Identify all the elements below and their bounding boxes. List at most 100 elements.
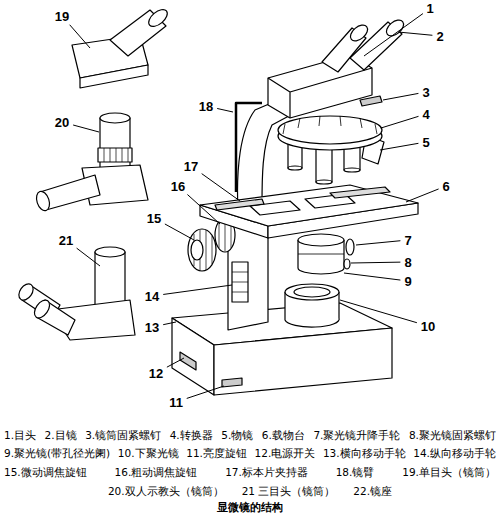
leader-line [167,358,184,367]
part-name: 22.镜座 [353,485,392,498]
callout-number: 15 [146,212,162,225]
parts-list-row: 20.双人示教头（镜筒）21 三目头（镜筒）22.镜座 [4,485,496,498]
leader-line [383,93,418,100]
callout-number: 18 [198,100,214,113]
callout-number: 8 [403,256,412,269]
leader-line [217,108,233,112]
trinocular-head-part [16,281,36,303]
figure-caption: 显微镜的结构 [0,500,500,515]
part-name: 18.镜臂 [336,466,375,479]
parts-list-row: 9.聚光镜(带孔径光阑)10.下聚光镜11.亮度旋钮12.电源开关13.横向移动… [4,447,496,460]
callout-number: 19 [54,10,70,23]
part-name: 9.聚光镜(带孔径光阑) [4,447,110,460]
leader-line [165,224,194,240]
teaching-head-part [100,113,130,123]
stage-part [200,185,418,226]
teaching-head-part [104,148,128,162]
callout-number: 21 [58,234,74,247]
callout-number: 20 [54,116,70,129]
part-name: 13.横向移动手轮 [323,447,406,460]
callout-number: 16 [170,180,186,193]
monocular-head [72,6,170,88]
monocular-head-part [80,65,148,88]
leader-line [202,174,240,201]
fine-focus-knob [188,229,216,271]
condenser-part [298,234,344,246]
fine-focus-knob-part [188,229,216,271]
stage-drive-knobs-part [232,272,248,292]
microscope-arm-part [236,103,262,192]
callout-number: 3 [421,86,430,99]
lamp-lens [285,284,339,327]
stage [200,185,418,238]
parts-list-row: 15.微动调焦旋钮16.粗动调焦旋钮17.标本片夹持器18.镜臂19.单目头（镜… [4,466,496,479]
stage-drive-knobs-part [232,262,248,302]
leader-line [398,32,432,35]
leader-line [73,125,99,132]
nosepiece-part [283,116,377,134]
nosepiece-part [278,116,382,144]
part-name: 10.下聚光镜 [118,447,179,460]
teaching-head [34,113,148,212]
callout-number: 13 [144,321,160,334]
callout-number: 6 [441,180,450,193]
lamp-lens-part [294,287,330,297]
part-name: 2.目镜 [45,429,77,442]
trinocular-head-part [31,297,52,320]
part-name: 17.标本片夹持器 [225,466,308,479]
callout-number: 4 [421,108,430,121]
callout-number: 14 [144,290,160,303]
leader-line [70,25,90,48]
microscope-base-part [214,328,392,395]
trinocular-head [16,247,135,340]
lamp-lens-part [285,284,339,300]
callout-number: 12 [148,367,164,380]
nosepiece [278,116,382,150]
leader-line [163,285,232,294]
part-name: 16.粗动调焦旋钮 [115,466,198,479]
objectives-part [316,180,332,184]
part-name: 11.亮度旋钮 [186,447,247,460]
binocular-head-part [360,96,382,106]
microscope-base-part [172,318,214,395]
part-name: 5.物镜 [221,429,253,442]
callout-number: 2 [435,30,444,43]
binocular-head-part [268,68,372,118]
condenser-part [344,259,350,269]
parts-list-row: 1.目头 2.目镜 3.镜筒固紧螺钉 4.转换器 5.物镜 6.载物台 7.聚光镜升降手轮 8… [4,429,496,442]
binocular-head-part [347,22,370,44]
leader-line [163,322,176,325]
part-name: 8.聚光镜固紧螺钉 [409,429,496,442]
condenser-part [298,254,344,255]
condenser-part [346,239,354,255]
part-name: 7.聚光镜升降手轮 [313,429,400,442]
part-name: 6.载物台 [262,429,305,442]
part-name: 1.目头 [4,429,36,442]
leader-line [380,143,418,150]
leader-line [356,241,400,245]
teaching-head-part [98,148,132,162]
leader-line [344,273,400,280]
objectives-part [288,166,302,170]
leader-line [351,262,400,264]
part-name: 4.转换器 [170,429,213,442]
callout-number: 10 [420,320,436,333]
fine-focus-knob-part [191,240,203,260]
callout-number: 9 [403,275,412,288]
callout-number: 1 [425,2,434,15]
leader-line [364,14,423,56]
objectives-part [344,168,360,172]
microscope-base-part [222,378,242,387]
leader-line [381,116,419,128]
part-name: 3.镜筒固紧螺钉 [85,429,161,442]
teaching-head-part [34,190,52,213]
binocular-head-part [268,55,372,118]
leader-line [406,189,439,202]
callout-number: 17 [183,160,199,173]
leader-line [77,248,100,266]
part-name: 14.纵向移动手轮 [413,447,496,460]
microscope-base-part [180,352,196,370]
trinocular-head-part [95,252,125,307]
